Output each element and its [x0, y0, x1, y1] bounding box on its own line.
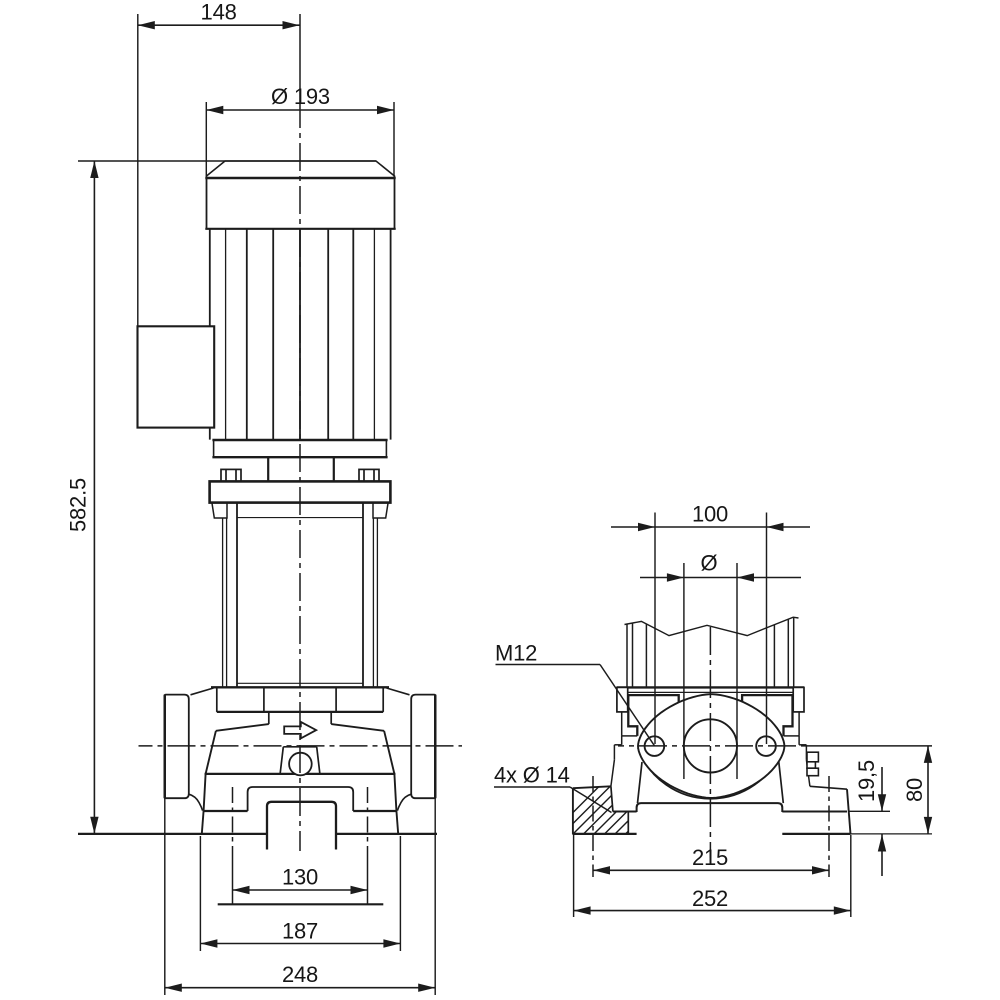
svg-text:80: 80	[902, 778, 927, 802]
svg-text:M12: M12	[495, 641, 537, 666]
svg-text:582.5: 582.5	[66, 478, 91, 532]
svg-text:148: 148	[201, 0, 237, 25]
svg-text:4x Ø 14: 4x Ø 14	[494, 763, 570, 788]
svg-text:Ø 193: Ø 193	[271, 84, 330, 109]
svg-text:100: 100	[692, 502, 728, 527]
svg-text:252: 252	[692, 886, 728, 911]
svg-text:215: 215	[692, 845, 728, 870]
svg-text:187: 187	[282, 919, 318, 944]
svg-text:248: 248	[282, 962, 318, 987]
svg-text:Ø: Ø	[701, 551, 718, 576]
svg-text:19,5: 19,5	[854, 760, 879, 802]
svg-text:130: 130	[282, 865, 318, 890]
